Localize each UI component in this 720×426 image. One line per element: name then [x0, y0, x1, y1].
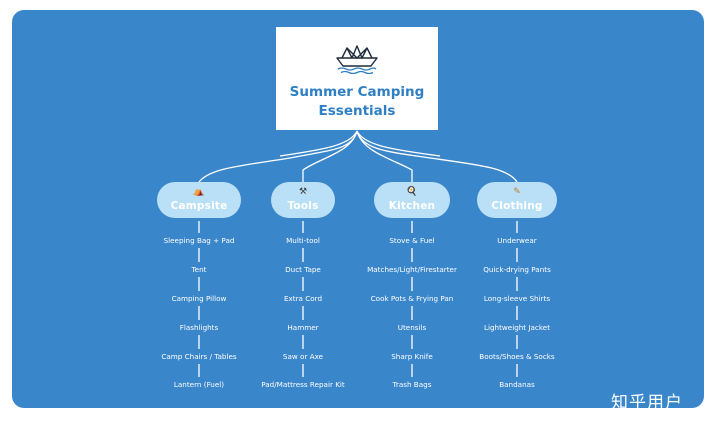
category-label: Campsite	[170, 200, 228, 212]
list-item: Hammer	[287, 323, 319, 332]
root-title: Summer Camping Essentials	[282, 83, 432, 121]
list-item: Trash Bags	[392, 380, 432, 389]
branch-connector	[198, 130, 358, 183]
list-item: Duct Tape	[285, 265, 321, 274]
category-label: Kitchen	[388, 200, 436, 212]
category-node-clothing: ✎ Clothing	[477, 182, 557, 218]
category-node-tools: ⚒ Tools	[271, 182, 335, 218]
root-node: Summer Camping Essentials	[276, 27, 438, 130]
clothing-icon: ✎	[513, 187, 521, 197]
list-item: Stove & Fuel	[389, 236, 435, 245]
list-item: Quick-drying Pants	[483, 265, 551, 274]
list-item: Extra Cord	[283, 294, 323, 303]
branch-connector	[356, 130, 413, 182]
list-item: Cook Pots & Frying Pan	[370, 294, 454, 303]
list-item: Flashlights	[179, 323, 219, 332]
list-item: Matches/Light/Firestarter	[367, 265, 457, 274]
branch-connector	[302, 130, 358, 182]
category-node-kitchen: 🍳 Kitchen	[374, 182, 450, 218]
list-item: Saw or Axe	[282, 352, 324, 361]
list-item: Pad/Mattress Repair Kit	[261, 380, 345, 389]
list-item: Camp Chairs / Tables	[161, 352, 237, 361]
branch-connector	[356, 130, 441, 157]
list-item: Bandanas	[499, 380, 535, 389]
category-label: Clothing	[491, 200, 543, 212]
branch-connector	[279, 130, 358, 157]
paper-boat-icon	[336, 45, 378, 74]
list-item: Multi-tool	[286, 236, 320, 245]
list-item: Tent	[191, 265, 207, 274]
tent-icon: ⛺	[193, 187, 205, 197]
list-item: Boots/Shoes & Socks	[479, 352, 555, 361]
branch-connector	[356, 130, 518, 183]
category-label: Tools	[287, 200, 319, 212]
frying-pan-icon: 🍳	[406, 187, 418, 197]
list-item: Lightweight Jacket	[483, 323, 551, 332]
list-item: Camping Pillow	[171, 294, 227, 303]
list-item: Underwear	[497, 236, 537, 245]
list-item: Long-sleeve Shirts	[483, 294, 551, 303]
list-item: Sleeping Bag + Pad	[163, 236, 235, 245]
list-item: Sharp Knife	[391, 352, 433, 361]
list-item: Utensils	[397, 323, 427, 332]
list-item: Lantern (Fuel)	[173, 380, 225, 389]
category-node-campsite: ⛺ Campsite	[157, 182, 241, 218]
root-title-line2: Essentials	[318, 103, 396, 119]
watermark: 知乎用户	[611, 393, 683, 413]
root-title-line1: Summer Camping	[289, 84, 425, 100]
crossed-tools-icon: ⚒	[298, 187, 308, 197]
